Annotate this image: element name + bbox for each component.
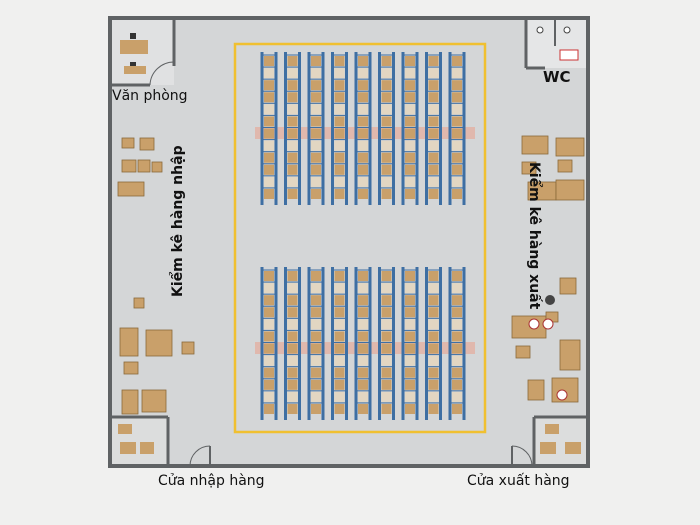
rack-column [448, 52, 466, 205]
rack-column [425, 52, 442, 205]
rack-column [354, 52, 372, 205]
turntable-icon-3 [556, 389, 568, 401]
rack-area [255, 52, 475, 420]
rack-column [284, 267, 301, 420]
inbound-dock-room [112, 415, 211, 467]
rack-column [260, 52, 278, 205]
turntable-icon-2 [542, 318, 554, 330]
forklift-icon [545, 295, 555, 305]
storage-zone-boundary [233, 42, 487, 434]
rack-column [378, 52, 395, 205]
wc-label: WC [543, 68, 571, 86]
rack-column [284, 52, 301, 205]
inbound-door-label: Cửa nhập hàng [158, 473, 265, 489]
inbound-check-label: Kiểm kê hàng nhập [170, 145, 186, 297]
turntable-icon [528, 318, 540, 330]
rack-column [260, 267, 278, 420]
inbound-check-area [117, 137, 195, 415]
building-floor [108, 16, 590, 468]
rack-column [448, 267, 466, 420]
office-room [112, 20, 176, 87]
rack-column [354, 267, 372, 420]
rack-column [425, 267, 442, 420]
outbound-check-label: Kiểm kê hàng xuất [526, 162, 542, 310]
office-label: Văn phòng [112, 88, 188, 104]
wc-room [524, 20, 586, 70]
rack-column [378, 267, 395, 420]
rack-column [307, 52, 325, 205]
rack-column [307, 267, 325, 420]
outbound-check-area [511, 135, 585, 403]
outbound-door-label: Cửa xuất hàng [467, 473, 570, 489]
outbound-dock-room [511, 415, 586, 467]
rack-column [331, 267, 348, 420]
rack-column [331, 52, 348, 205]
rack-column [401, 52, 419, 205]
rack-column [401, 267, 419, 420]
